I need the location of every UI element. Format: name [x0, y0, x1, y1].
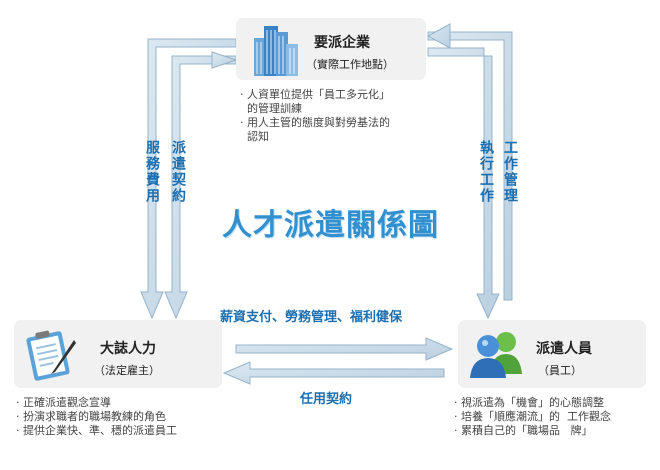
note-line: ‧ 用人主管的態度與對勞基法的 — [240, 116, 390, 129]
arrow-salary — [235, 337, 454, 361]
arrowhead-into-enterprise-right — [426, 23, 451, 49]
note-line: 的管理訓練 — [240, 102, 302, 115]
enterprise-subtitle: （實際工作地點） — [306, 58, 394, 71]
note-line: ‧ 正確派遣觀念宣導 — [16, 396, 111, 409]
label-execute-work: 執行工作 — [478, 140, 494, 204]
label-service-fee: 服務費用 — [144, 140, 160, 204]
note-line: ‧ 人資單位提供「員工多元化」 — [240, 88, 390, 101]
arrow-execute-work — [427, 31, 513, 301]
note-line: ‧ 視派遣為「機會」的心態調整 — [454, 396, 604, 409]
arrow-dispatch-contract — [164, 55, 237, 320]
note-line: 認知 — [240, 130, 269, 143]
arrow-work-management — [427, 47, 500, 320]
note-line: ‧ 累積自己的「職場品 牌」 — [454, 424, 593, 437]
agency-notes: ‧ 正確派遣觀念宣導 ‧ 扮演求職者的職場教練的角色 ‧ 提供企業快、準、穩的派… — [16, 396, 177, 438]
label-salary: 薪資支付、勞務管理、福利健保 — [220, 310, 403, 325]
note-line: ‧ 扮演求職者的職場教練的角色 — [16, 410, 166, 423]
enterprise-title: 要派企業 — [314, 35, 370, 51]
diagram-title: 人才派遣關係圖 — [222, 208, 439, 243]
arrow-service-fee — [140, 38, 237, 320]
enterprise-notes: ‧ 人資單位提供「員工多元化」 的管理訓練 ‧ 用人主管的態度與對勞基法的 認知 — [240, 88, 390, 144]
clipboard-icon — [24, 326, 80, 386]
label-work-management: 工作管理 — [502, 140, 518, 204]
note-line: ‧ 培養「順應潮流」的 工作觀念 — [454, 410, 611, 423]
note-line: ‧ 提供企業快、準、穩的派遣員工 — [16, 424, 177, 437]
arrow-employment-contract — [222, 361, 445, 385]
agency-subtitle: （法定雇主） — [94, 364, 160, 377]
worker-notes: ‧ 視派遣為「機會」的心態調整 ‧ 培養「順應潮流」的 工作觀念 ‧ 累積自己的… — [454, 396, 611, 438]
building-icon — [250, 20, 302, 82]
label-dispatch-contract: 派遣契約 — [170, 140, 186, 204]
enterprise-box: 要派企業 （實際工作地點） — [236, 18, 426, 80]
people-icon — [468, 326, 526, 386]
agency-title: 大誌人力 — [100, 341, 156, 357]
label-employment-contract: 任用契約 — [300, 392, 353, 407]
worker-title: 派遣人員 — [536, 341, 592, 357]
worker-box: 派遣人員 （員工） — [458, 320, 646, 388]
agency-box: 大誌人力 （法定雇主） — [14, 320, 222, 388]
arrowhead-into-enterprise-left — [211, 51, 238, 69]
worker-subtitle: （員工） — [538, 364, 582, 377]
